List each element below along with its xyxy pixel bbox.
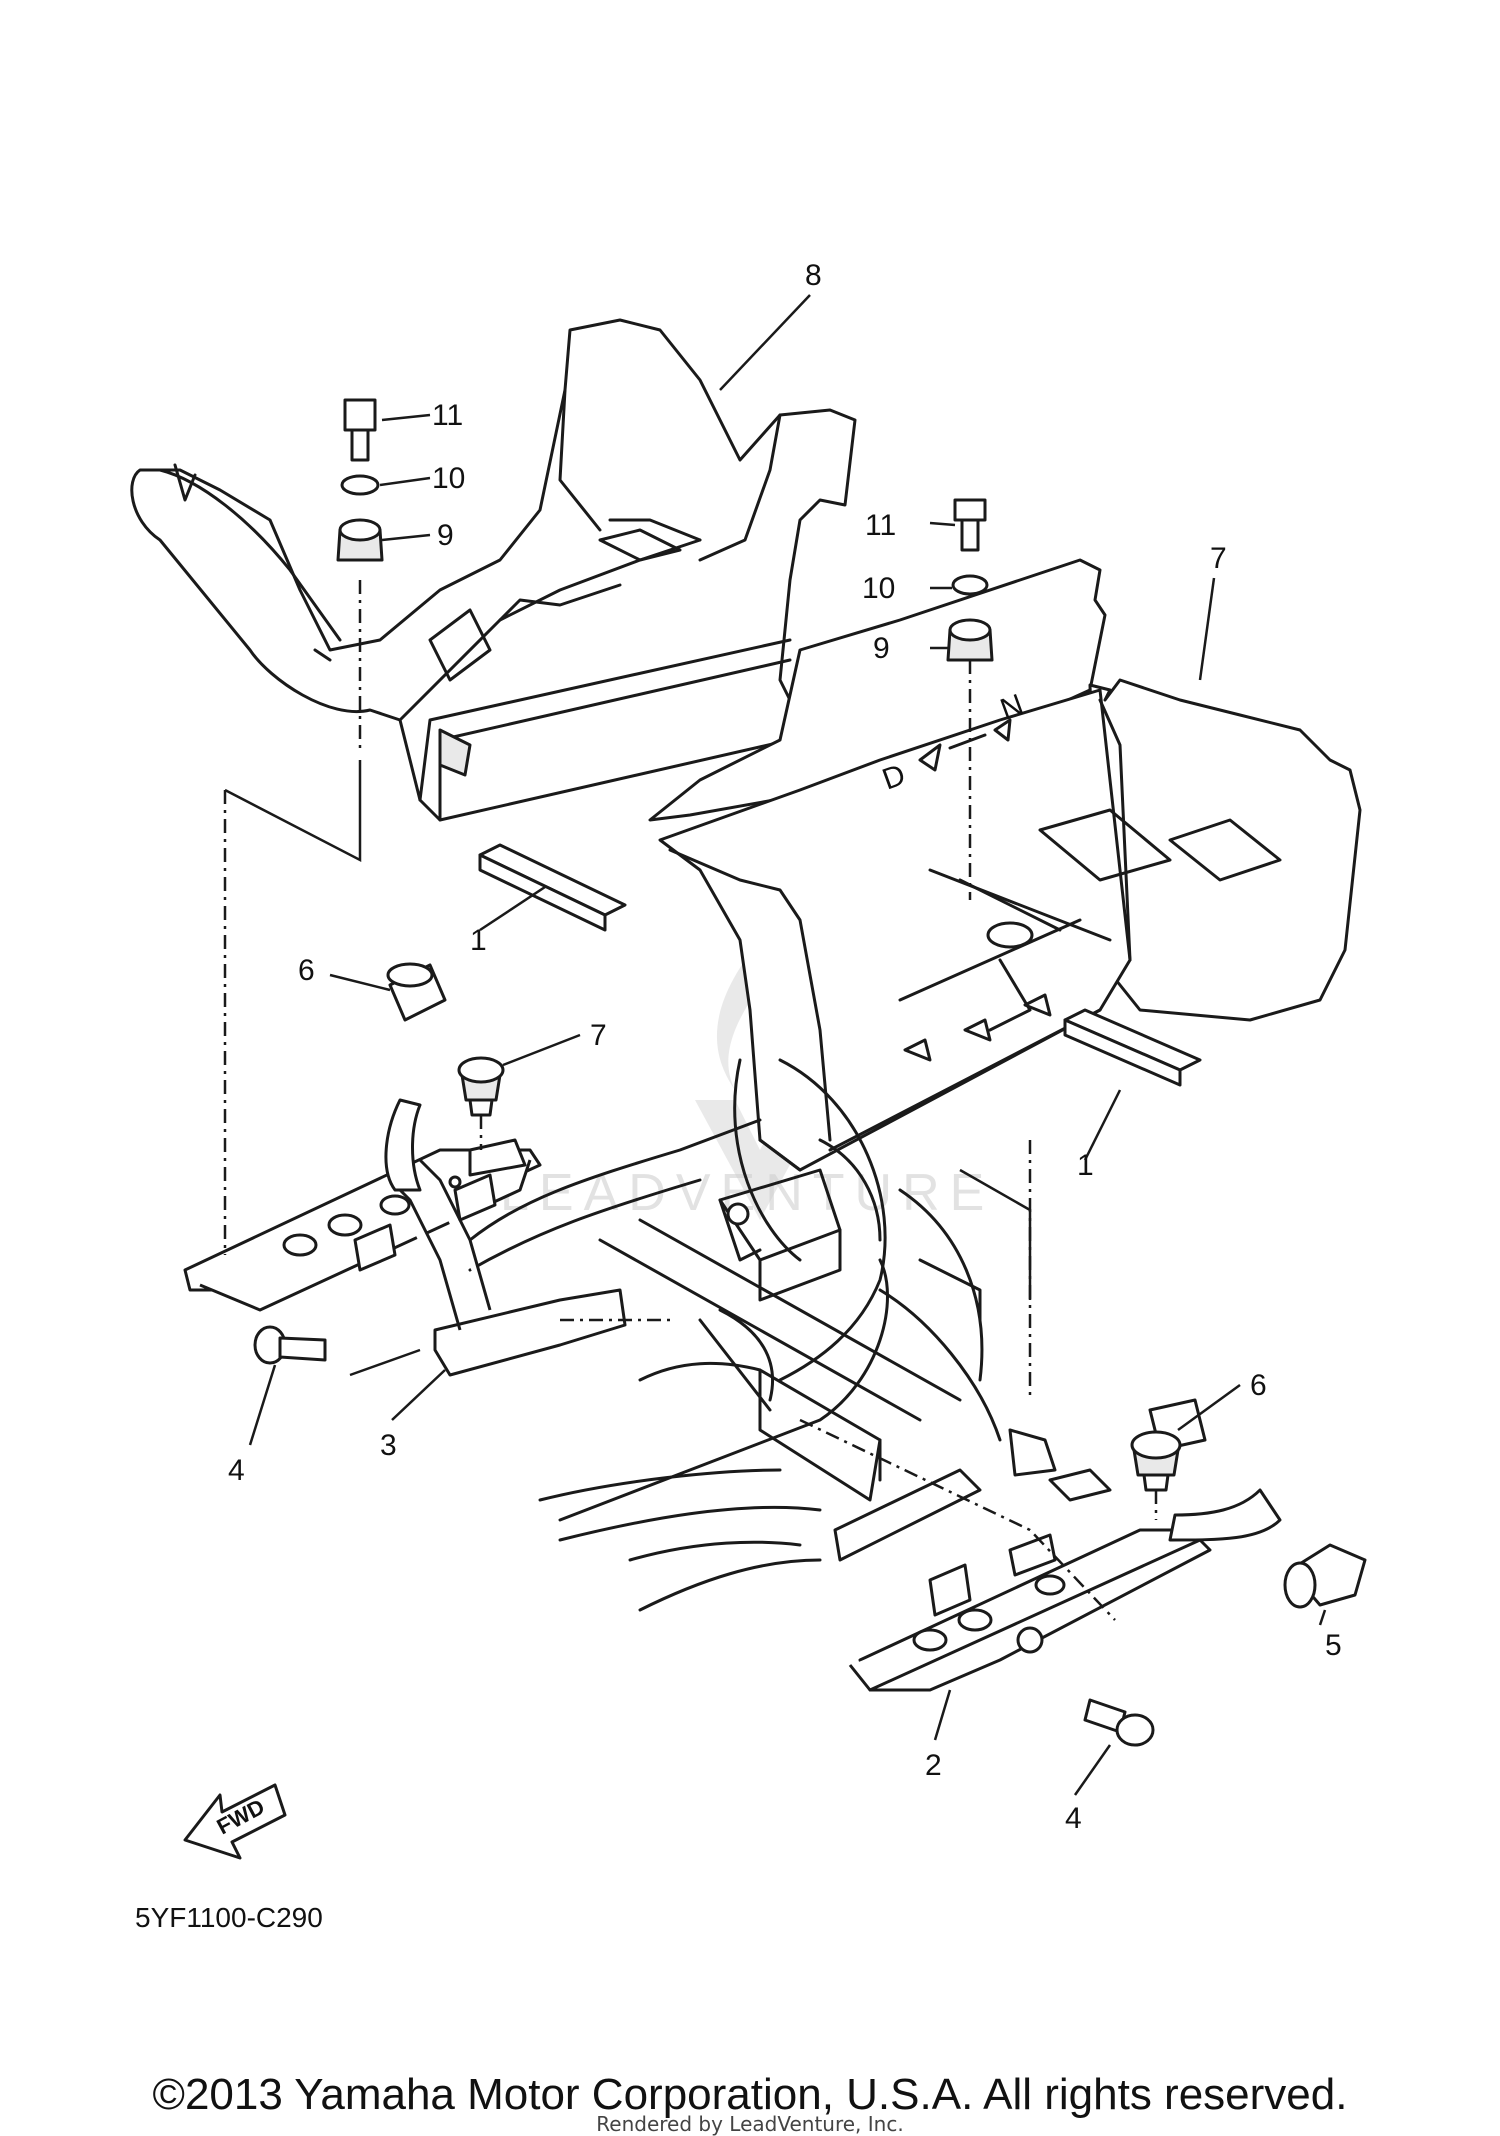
right-mounting-hardware [946,498,994,662]
callout-4-right: 4 [1065,1802,1082,1835]
callout-1-left: 1 [470,924,487,957]
callout-4-left: 4 [228,1454,245,1487]
callout-3: 3 [380,1429,397,1462]
part-6-grommet-left [457,1056,505,1117]
callout-9-left: 9 [437,519,454,552]
callout-11-right: 11 [865,509,896,542]
diagram-code: 5YF1100-C290 [135,1902,323,1933]
part-8-left-footboard [130,318,857,822]
callout-8: 8 [805,259,822,292]
part-5-grip-right [1283,1543,1367,1609]
part-5-grip-left [386,962,447,1022]
part-1-pad-left [478,843,627,932]
left-mounting-hardware [336,398,384,562]
callout-6-left: 7 [590,1019,607,1052]
callout-2: 2 [925,1749,942,1782]
leader-lines [248,294,1327,1796]
part-4-bolt-right [1083,1698,1155,1747]
copyright-notice: ©2013 Yamaha Motor Corporation, U.S.A. A… [152,2070,1348,2119]
rendered-by-notice: Rendered by LeadVenture, Inc. [596,2112,904,2136]
callout-7: 7 [1210,542,1227,575]
callout-1-right: 1 [1077,1149,1094,1182]
fwd-arrow: FWD [183,1783,287,1860]
callout-5-right: 5 [1325,1629,1342,1662]
callout-5-left: 6 [298,954,315,987]
part-2-right-bracket [833,1398,1282,1692]
part-6-grommet-right [1130,1430,1182,1492]
callout-10-right: 10 [862,572,895,605]
alignment-lines [223,580,1158,1621]
callout-labels: 8 11 10 9 1 6 7 4 3 11 10 9 7 1 6 5 2 4 [228,259,1342,1835]
callout-6-right: 6 [1250,1369,1267,1402]
frame-outline [468,1058,1002,1612]
callout-10-left: 10 [432,462,465,495]
callout-11-left: 11 [432,399,463,432]
part-3-left-bracket [183,1098,627,1377]
part-7-right-footboard [648,558,1362,1172]
part-4-bolt-left [253,1325,327,1365]
part-1-pad-right [1063,1008,1202,1087]
callout-9-right: 9 [873,632,890,665]
